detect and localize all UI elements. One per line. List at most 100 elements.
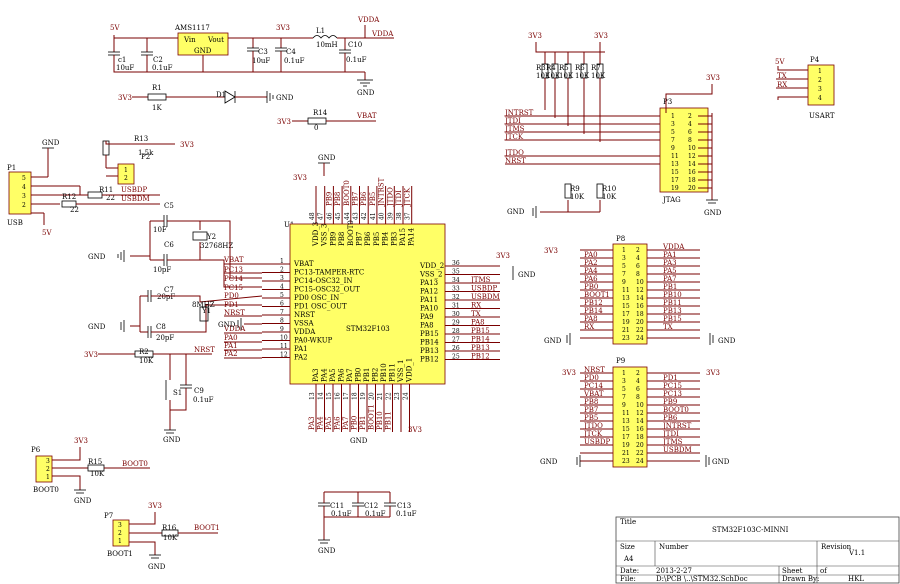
header-pin-number: 10 <box>636 402 644 409</box>
jtag-pin-number: 18 <box>688 177 696 184</box>
header-net-right: PB9 <box>663 398 677 406</box>
header-pin-number: 13 <box>622 295 630 302</box>
revision-label: Revision <box>821 543 852 551</box>
jtag-pin-number: 6 <box>688 129 692 136</box>
mcu-pin-name: PA2 <box>294 354 308 362</box>
header-pin-number: 7 <box>622 394 626 401</box>
p8-ref: P8 <box>616 235 625 243</box>
header-net-left: JTCK <box>583 430 603 438</box>
p6-pin: 2 <box>46 466 50 473</box>
header-pin-number: 8 <box>636 271 640 278</box>
mcu-top-3v3: 3V3 <box>293 174 307 182</box>
header-net-left: RX <box>584 323 594 331</box>
net-pa2-left: PA2 <box>224 350 238 358</box>
mcu-pin-name: PA5 <box>329 368 337 382</box>
mcu-pin-name: PB7 <box>356 232 364 246</box>
mcu-pin-number: 32 <box>452 294 460 301</box>
header-net-left: PA2 <box>584 259 598 267</box>
usb-pin: 2 <box>22 202 26 209</box>
revision-value: V1.1 <box>848 549 865 557</box>
mcu-pin-name: PB10 <box>380 363 388 382</box>
mcu-pin-name: PB6 <box>364 231 372 246</box>
mcu-pin-net: PA6 <box>334 416 342 430</box>
p9-ref: P9 <box>616 357 625 365</box>
mcu-pin-net: PB12 <box>471 353 490 361</box>
header-net-right: PB10 <box>663 291 682 299</box>
mcu-pin-name: VDD_3 <box>312 222 320 247</box>
rst-3v3: 3V3 <box>84 351 98 359</box>
mcu-pin-number: 46 <box>326 212 333 220</box>
header-pin-number: 24 <box>636 458 644 465</box>
mcu-pin-net: BOOT1 <box>368 404 376 430</box>
r13-value: 1.5k <box>138 149 154 157</box>
file-value: D:\PCB \..\STM32.SchDoc <box>656 575 748 583</box>
mcu-pin-number: 3 <box>280 275 284 282</box>
p2-pin: 1 <box>124 167 128 174</box>
mcu-body <box>289 223 446 385</box>
mcu-pin-name: PB9 <box>329 232 337 246</box>
header-pin-number: 3 <box>622 255 626 262</box>
jtag-pin-number: 20 <box>688 185 696 192</box>
c5-ref: C5 <box>164 202 174 210</box>
p8-gnd-right: GND <box>718 337 736 345</box>
mcu-pin-name: VDD_1 <box>406 358 414 383</box>
mcu-pin-net: PB10 <box>376 411 384 430</box>
p6-3v3: 3V3 <box>74 437 88 445</box>
mcu-pin-name: PA7 <box>346 368 354 382</box>
jtag-3v3: 3V3 <box>706 74 720 82</box>
decap-gnd: GND <box>318 547 336 555</box>
mcu-pin-name: PB15 <box>420 330 439 338</box>
header-net-right: PC13 <box>663 390 682 398</box>
mcu-top-pins: 48VDD_347VSS_346PB9PB945PB8PB844BOOT0BOO… <box>309 177 416 247</box>
y2-ref: Y2 <box>206 233 216 241</box>
l1-ref: L1 <box>316 27 325 35</box>
mcu-pin-number: 9 <box>280 326 284 333</box>
mcu-pin-number: 42 <box>361 212 368 220</box>
mcu-part: STM32F103 <box>346 325 390 333</box>
mcu-pin-name: VBAT <box>293 260 314 268</box>
header-pin-number: 12 <box>636 410 644 417</box>
p6-gnd: GND <box>74 497 92 505</box>
jtag-net-label: JTCK <box>504 133 524 141</box>
mcu-pin-net: PB7 <box>352 192 360 206</box>
jtag-pd-gnd: GND <box>507 208 525 216</box>
jtag-net-label: JNTRST <box>504 109 534 117</box>
y1-value: 8MHZ <box>192 301 215 309</box>
mcu-right-gnd: GND <box>518 271 536 279</box>
jtag-pin-number: 1 <box>671 113 675 120</box>
net-pc14-left: PC14 <box>224 275 244 283</box>
mcu-pin-number: 24 <box>403 392 410 400</box>
mcu-pin-number: 22 <box>386 392 393 400</box>
r11-value: 22 <box>106 194 115 202</box>
c7-ref: C7 <box>164 286 174 294</box>
r15-ref: R15 <box>88 458 102 466</box>
pullup-ref: R5 <box>559 64 569 72</box>
mcu-pin-number: 7 <box>280 309 284 316</box>
mcu-pin-name: PD0 OSC_IN <box>294 294 339 302</box>
p7-pin: 3 <box>118 522 122 529</box>
y2-value: 32768HZ <box>200 242 233 250</box>
mcu-pin-net: PB13 <box>471 344 490 352</box>
usb-pin: 5 <box>22 175 26 182</box>
mcu-pin-name: PA11 <box>420 296 438 304</box>
mcu-pin-number: 44 <box>344 212 351 220</box>
mcu-pin-net: PB1 <box>359 416 367 430</box>
vdda-label: VDDA <box>357 16 380 24</box>
r14-ref: R14 <box>313 109 328 117</box>
mcu-top-gnd: GND <box>318 154 336 162</box>
header-pin-number: 4 <box>636 378 640 385</box>
mcu-pin-net: PB5 <box>369 192 377 206</box>
header-net-right: TX <box>663 323 673 331</box>
r16-ref: R16 <box>162 524 177 532</box>
header-pin-number: 5 <box>622 386 626 393</box>
header-pin-number: 14 <box>636 295 644 302</box>
mcu-pin-name: PB14 <box>420 339 439 347</box>
header-pin-number: 13 <box>622 418 630 425</box>
mcu-pin-number: 47 <box>318 212 325 220</box>
mcu-pin-number: 45 <box>335 212 342 220</box>
mcu-pin-name: PB2 <box>372 368 380 382</box>
header-net-right: VDDA <box>662 243 685 251</box>
led-3v3: 3V3 <box>118 94 132 102</box>
